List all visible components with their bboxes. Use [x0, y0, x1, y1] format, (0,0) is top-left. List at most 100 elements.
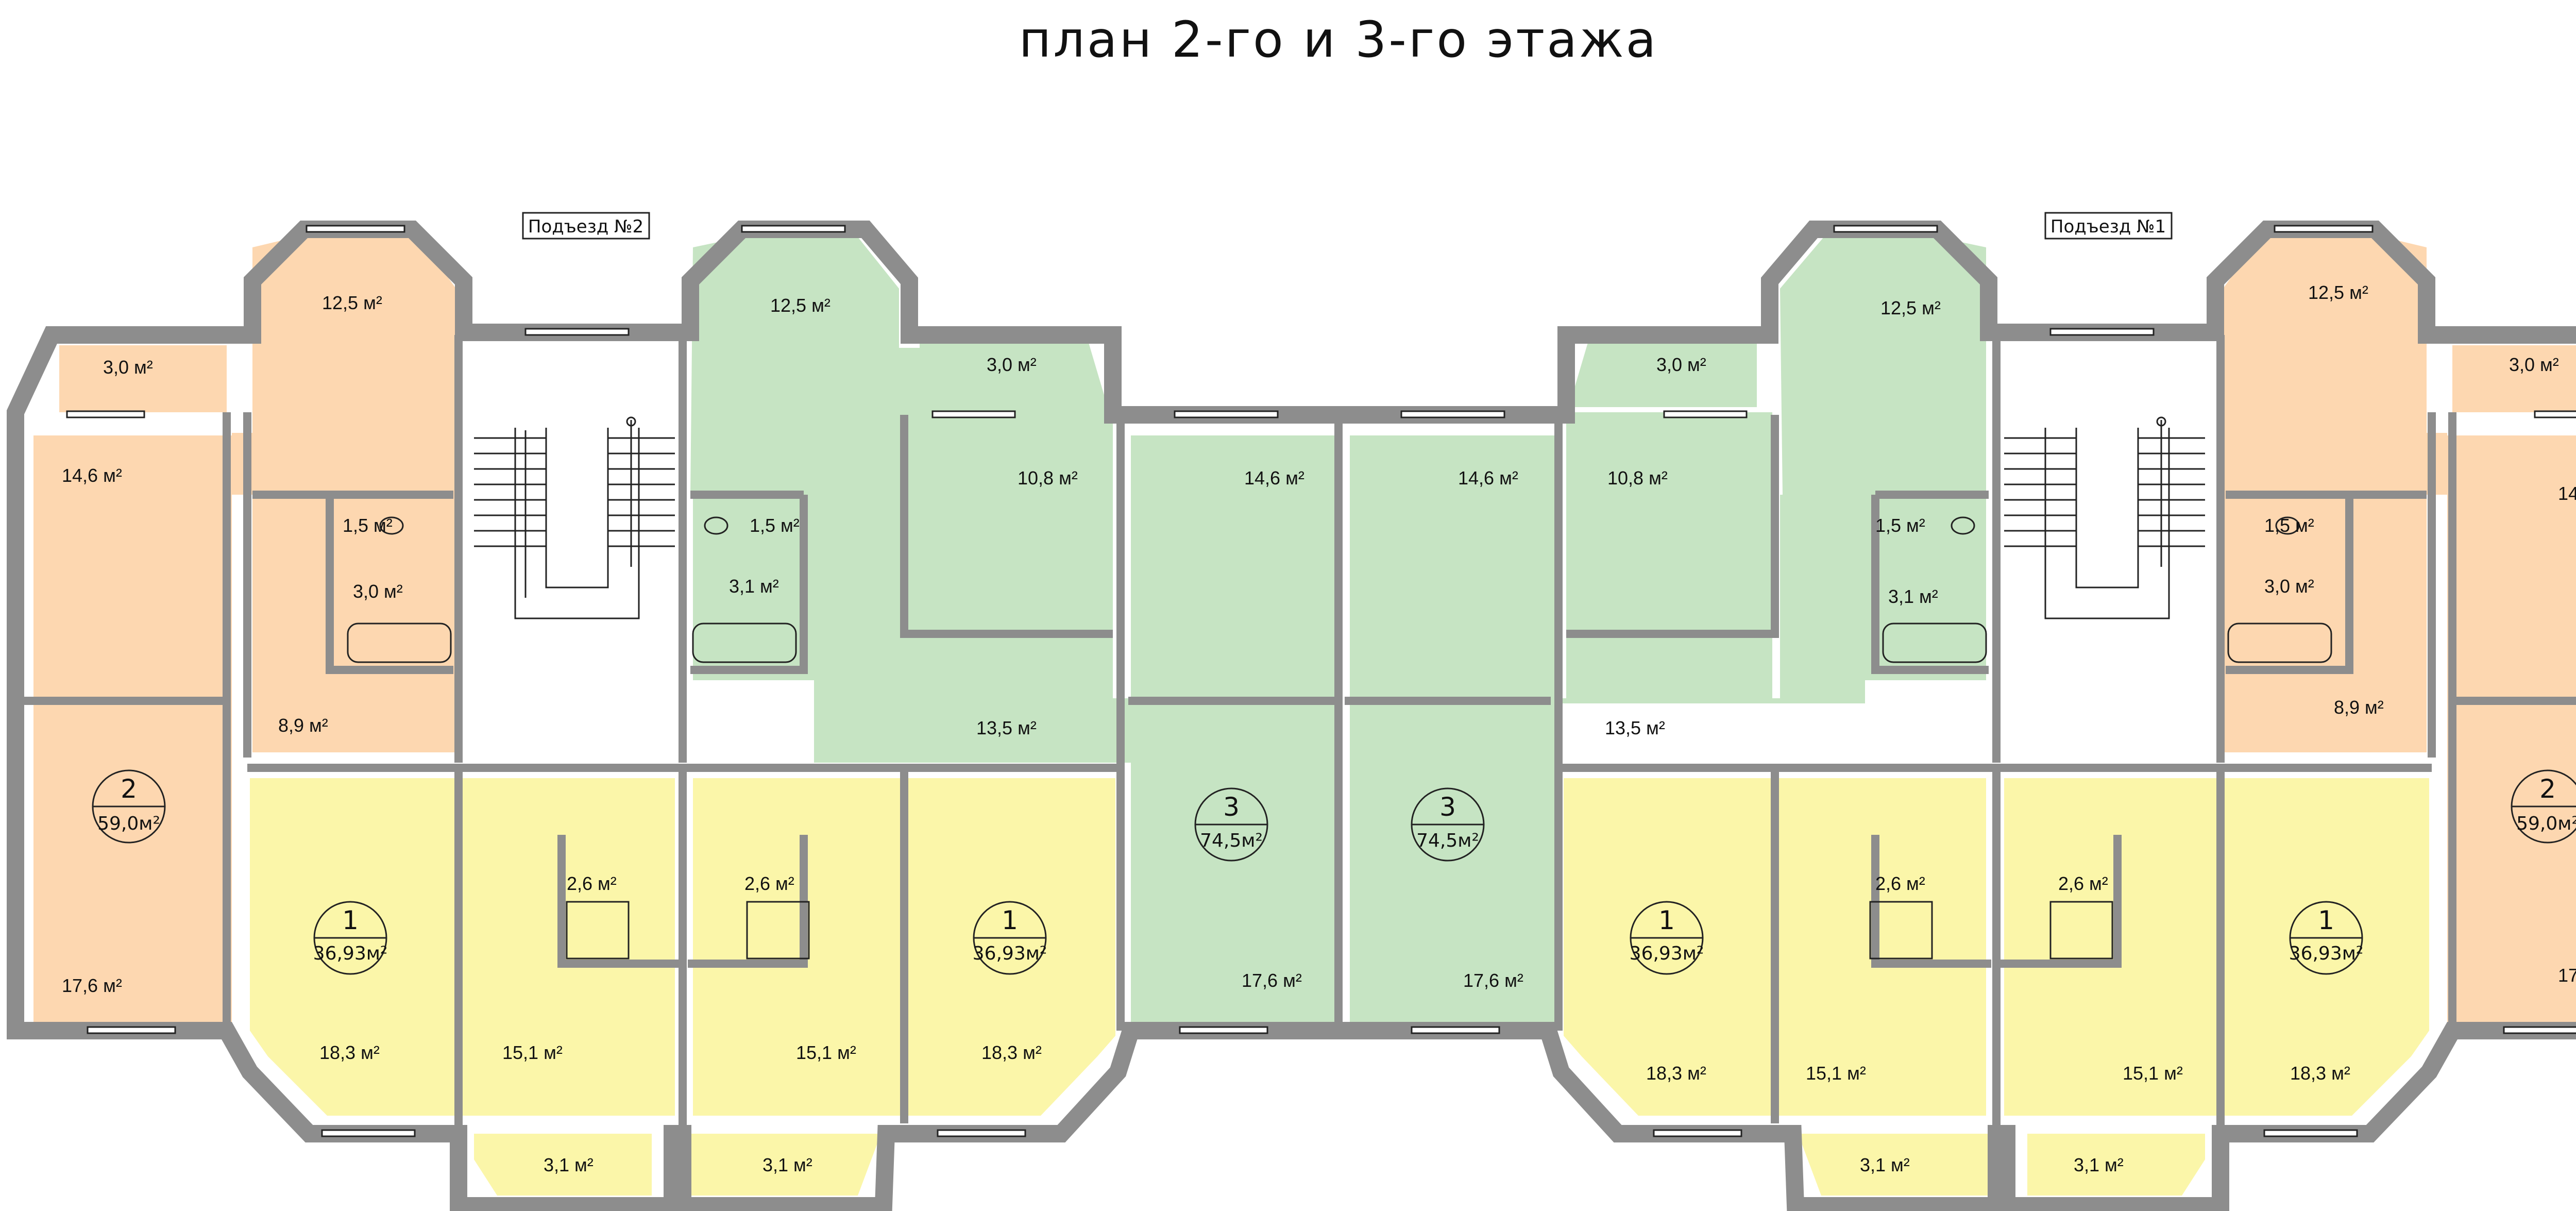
room-area: 12,5 м² [2308, 282, 2368, 303]
window [1400, 410, 1505, 418]
interior-wall [557, 835, 680, 968]
room-area: 12,5 м² [1880, 297, 1941, 318]
room-area: 2,6 м² [567, 873, 617, 894]
window [2263, 1129, 2358, 1137]
room-fill [474, 1134, 652, 1196]
room-fill [688, 1134, 881, 1196]
stair-marker [626, 416, 636, 427]
window [1833, 225, 1938, 233]
room-fill [2452, 345, 2576, 412]
room-area: 12,5 м² [770, 295, 831, 316]
toilet-icon [379, 516, 404, 535]
entrance-label-right: Подъезд №1 [2050, 216, 2166, 237]
room-area: 17,6 м² [1242, 970, 1302, 991]
room-area: 17,6 м² [2558, 965, 2576, 986]
stair-steps [474, 437, 675, 547]
stair-steps [2004, 437, 2205, 547]
room-area: 18,3 м² [981, 1042, 1042, 1063]
interior-wall [900, 415, 1113, 638]
toilet-icon [2275, 516, 2300, 535]
shower-icon [2049, 901, 2113, 960]
room-area: 14,6 м² [62, 465, 122, 486]
room-area: 3,1 м² [729, 576, 779, 597]
apartment-circle: 3 74,5м² [1194, 787, 1268, 862]
room-area: 15,1 м² [1806, 1063, 1866, 1084]
room-area: 17,6 м² [62, 975, 122, 996]
room-fill [920, 338, 1108, 407]
apartment-circle: 1 36,93м² [313, 901, 387, 975]
room-area: 18,3 м² [2290, 1063, 2350, 1084]
apartment-number: 1 [1658, 905, 1675, 935]
stair-outline [2044, 428, 2170, 619]
window [306, 225, 405, 233]
window [931, 410, 1016, 418]
apartment-3-left [690, 237, 1340, 1023]
shower-icon [746, 901, 810, 960]
shower-icon [1869, 901, 1933, 960]
right-section [1350, 234, 2576, 1196]
entrance-plate-box [2044, 212, 2173, 240]
corridor-left [459, 680, 814, 763]
room-area: 8,9 м² [2334, 697, 2384, 718]
room-area: 2,6 м² [2058, 873, 2108, 894]
window [1411, 1026, 1500, 1034]
apartment-number: 1 [342, 905, 359, 935]
stairwell-left [471, 350, 677, 665]
room-area: 13,5 м² [976, 717, 1037, 738]
window [1653, 1129, 1742, 1137]
room-fill [2027, 1134, 2205, 1196]
interior-wall [1999, 835, 2122, 968]
room-area: 14,6 м² [1458, 467, 1518, 489]
apartment-number: 1 [2318, 905, 2334, 935]
room-area: 15,1 м² [502, 1042, 563, 1063]
room-area: 3,1 м² [544, 1154, 594, 1175]
room-area: 18,3 м² [319, 1042, 380, 1063]
room-area: 14,6 м² [2558, 483, 2576, 504]
entrance-label-left: Подъезд №2 [528, 216, 643, 237]
apartment-circle: 2 59,0м² [2511, 769, 2576, 844]
room-area: 10,8 м² [1607, 467, 1668, 489]
room-fill [59, 345, 227, 412]
room-labels-left: 12,5 м² 3,0 м² 14,6 м² 1,5 м² 3,0 м² 8,9… [62, 292, 1304, 1175]
window [1179, 1026, 1268, 1034]
apartment-area: 36,93м² [1630, 943, 1704, 964]
bathtub-icon [2227, 623, 2332, 663]
window [66, 410, 145, 418]
apartment-area: 36,93м² [973, 943, 1047, 964]
window [741, 225, 846, 233]
interior-wall [690, 495, 808, 674]
room-area: 1,5 м² [1875, 515, 1925, 536]
apartment-circle: 1 36,93м² [2289, 901, 2364, 975]
apartment-number: 2 [121, 774, 137, 804]
window [2049, 328, 2155, 336]
room-area: 3,0 м² [987, 354, 1037, 375]
stairwell-right [2002, 350, 2208, 665]
room-area: 3,0 м² [353, 581, 403, 602]
room-area: 3,0 м² [103, 357, 153, 378]
window [937, 1129, 1026, 1137]
room-fill [1566, 412, 1772, 698]
bathtub-icon [692, 623, 797, 663]
entrance-plate-right: Подъезд №1 [2044, 212, 2173, 240]
entrance-plate-box [522, 212, 650, 240]
room-fill [33, 435, 232, 1028]
interior-wall [1871, 835, 1991, 968]
apartment-circle: 1 36,93м² [973, 901, 1047, 975]
apartment-area: 74,5м² [1200, 830, 1263, 851]
apartment-area: 36,93м² [2289, 943, 2364, 964]
room-area: 3,1 м² [762, 1154, 812, 1175]
room-fill [1131, 435, 1337, 1023]
interior-wall [2226, 495, 2353, 674]
bathtub-icon [1882, 623, 1987, 663]
room-fill [2447, 435, 2576, 1028]
windows [66, 225, 2576, 1137]
room-area: 12,5 м² [322, 292, 382, 313]
room-area: 2,6 м² [744, 873, 794, 894]
apartment-number: 2 [2539, 774, 2556, 804]
room-area: 3,0 м² [1656, 354, 1706, 375]
apartment-circle: 3 74,5м² [1411, 787, 1485, 862]
stairs-left [474, 416, 675, 619]
stair-outline [2075, 428, 2139, 588]
apartment-number: 3 [1439, 792, 1456, 822]
